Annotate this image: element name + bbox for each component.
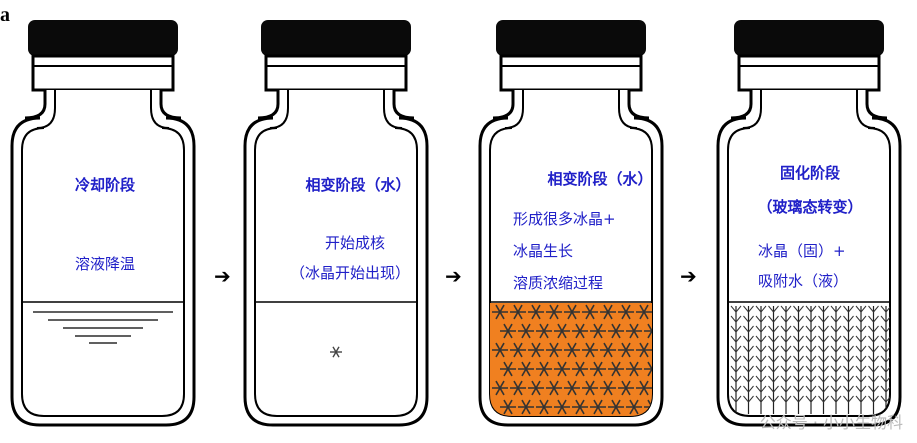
ice-crystal-icon <box>564 380 580 396</box>
ice-crystal-icon <box>536 361 552 377</box>
ice-crystal-icon <box>626 399 642 415</box>
ice-crystal-icon <box>608 323 624 339</box>
vial-2-title: 相变阶段（水） <box>305 176 411 194</box>
ice-crystal-icon <box>636 342 652 358</box>
vial-collar <box>737 54 881 92</box>
arrow-2-icon: ➔ <box>445 264 462 288</box>
watermark: 公众号 · 小小生物科 <box>759 413 903 432</box>
ice-crystal-icon <box>500 399 516 415</box>
panel-letter: a <box>0 4 10 26</box>
vial-body <box>716 90 902 427</box>
ice-crystal-icon <box>572 323 588 339</box>
ice-crystal-icon <box>644 323 652 339</box>
ice-crystal-icon <box>492 304 508 320</box>
ice-crystal-icon <box>500 323 516 339</box>
vial-4-line-2: 吸附水（液） <box>758 272 849 290</box>
ice-crystal-icon <box>590 361 606 377</box>
ice-crystal-icon <box>492 342 508 358</box>
ice-crystal-icon <box>510 304 526 320</box>
vial-1-title: 冷却阶段 <box>74 176 135 194</box>
crystal-field-dense <box>490 303 652 416</box>
vial-collar <box>31 54 175 92</box>
nucleus-icon <box>330 346 342 358</box>
ice-crystal-icon <box>510 342 526 358</box>
ice-crystal-icon <box>554 323 570 339</box>
ice-crystal-icon <box>546 380 562 396</box>
ice-crystal-icon <box>644 361 652 377</box>
ice-crystal-icon <box>528 342 544 358</box>
vial-body <box>10 90 196 427</box>
ice-crystal-icon <box>626 361 642 377</box>
ice-crystal-icon <box>518 399 534 415</box>
vial-cap <box>28 20 178 56</box>
vial-4-title-1: 固化阶段 <box>779 164 840 182</box>
ice-crystal-icon <box>636 380 652 396</box>
arrow-3-icon: ➔ <box>680 264 697 288</box>
ice-crystal-icon <box>492 380 508 396</box>
ice-crystal-icon <box>554 399 570 415</box>
ice-crystal-icon <box>536 399 552 415</box>
ice-crystal-icon <box>536 323 552 339</box>
vial-2-line-2: （冰晶开始出现） <box>289 264 410 282</box>
ice-crystal-icon <box>590 399 606 415</box>
vial-collar <box>264 54 408 92</box>
ice-crystal-icon <box>590 323 606 339</box>
vial-1-line-1: 溶液降温 <box>74 255 135 273</box>
ice-crystal-icon <box>600 304 616 320</box>
ice-crystal-icon <box>518 323 534 339</box>
ice-crystal-icon <box>600 342 616 358</box>
vial-2-line-1: 开始成核 <box>324 234 385 252</box>
vial-inner-wall <box>254 90 418 417</box>
vial-3-line-2: 冰晶生长 <box>513 242 574 260</box>
ice-crystal-icon <box>564 304 580 320</box>
vial-cap <box>261 20 411 56</box>
vial-3-title: 相变阶段（水） <box>547 170 653 188</box>
ice-crystal-icon <box>608 361 624 377</box>
vial-4-line-1: 冰晶（固）+ <box>758 242 846 260</box>
vial-1 <box>10 20 196 427</box>
ice-crystal-icon <box>600 380 616 396</box>
vial-4 <box>716 20 902 427</box>
ice-crystal-icon <box>518 361 534 377</box>
ice-crystal-icon <box>546 342 562 358</box>
ice-crystal-icon <box>618 304 634 320</box>
solute-fill <box>490 303 652 416</box>
ice-crystal-icon <box>554 361 570 377</box>
ice-crystal-icon <box>546 304 562 320</box>
vial-3-line-3: 溶质浓缩过程 <box>513 274 604 292</box>
vial-inner-wall <box>727 90 891 417</box>
dendrite-field <box>730 305 890 414</box>
ice-crystal-icon <box>572 399 588 415</box>
arrow-1-icon: ➔ <box>214 264 231 288</box>
ice-crystal-icon <box>608 399 624 415</box>
vial-collar <box>499 54 643 92</box>
ice-crystal-icon <box>626 323 642 339</box>
ice-crystal-icon <box>618 342 634 358</box>
ice-crystal-icon <box>582 342 598 358</box>
ice-crystal-icon <box>582 304 598 320</box>
ice-crystal-icon <box>618 380 634 396</box>
vial-body <box>243 90 429 427</box>
ice-crystal-icon <box>572 361 588 377</box>
ice-crystal-icon <box>528 380 544 396</box>
vial-4-title-2: （玻璃态转变） <box>757 198 863 216</box>
ice-crystal-icon <box>564 342 580 358</box>
ice-crystal-icon <box>510 380 526 396</box>
ice-crystal-icon <box>528 304 544 320</box>
ice-crystal-icon <box>500 361 516 377</box>
vial-2 <box>243 20 429 427</box>
vial-cap <box>496 20 646 56</box>
vial-3-line-1: 形成很多冰晶+ <box>513 210 616 228</box>
ice-crystal-icon <box>636 304 652 320</box>
ice-crystal-icon <box>582 380 598 396</box>
vial-inner-wall <box>21 90 185 417</box>
vial-cap <box>734 20 884 56</box>
